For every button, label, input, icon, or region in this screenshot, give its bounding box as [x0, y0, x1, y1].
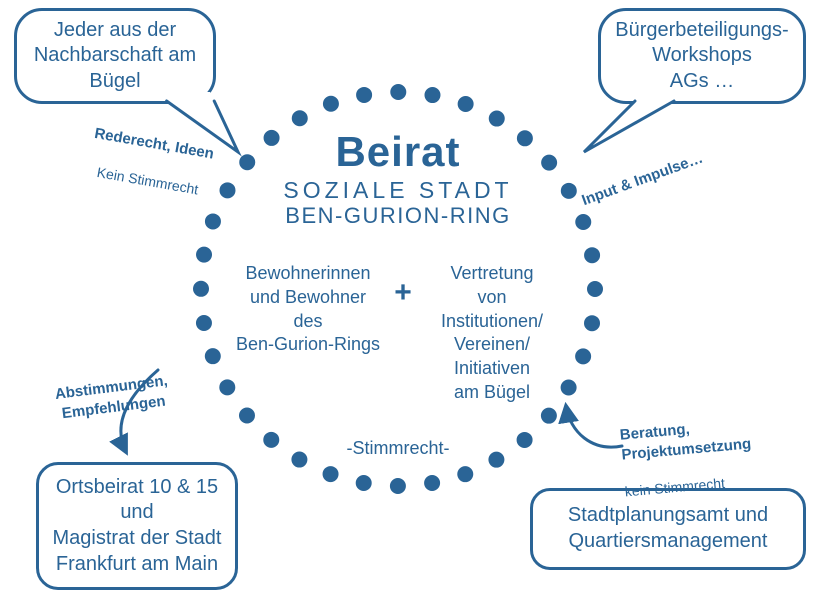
label-abstimmungen-bold: Abstimmungen, Empfehlungen	[53, 372, 169, 422]
group-residents: Bewohnerinnen und Bewohner des Ben-Gurio…	[235, 263, 381, 355]
stimmrecht-note: -Stimmrecht-	[346, 438, 450, 458]
bubble-neighborhood: Jeder aus der Nachbarschaft am Bügel	[14, 8, 216, 104]
plus-sign: +	[394, 276, 412, 309]
box-stadtplanungsamt: Stadtplanungsamt und Quartiersmanagement	[530, 488, 806, 570]
bubble-workshops: Bürgerbeteiligungs- Workshops AGs …	[598, 8, 806, 104]
label-beratung-normal: kein Stimmrecht	[624, 474, 726, 500]
label-rederecht-bold: Rederecht, Ideen	[93, 124, 216, 163]
group-institutions: Vertretung von Institutionen/ Vereinen/ …	[440, 263, 544, 402]
dotted-circle	[193, 84, 603, 494]
label-rederecht-normal: Kein Stimmrecht	[95, 163, 200, 198]
box-ortsbeirat-magistrat: Ortsbeirat 10 & 15 und Magistrat der Sta…	[36, 462, 238, 590]
label-beratung-bold: Beratung, Projektumsetzung	[619, 420, 752, 464]
curved-arrow-bottom-left	[109, 368, 160, 456]
label-beratung: Beratung, Projektumsetzung kein Stimmrec…	[617, 393, 801, 519]
curved-arrow-bottom-right	[558, 401, 624, 449]
subtitle-ben-gurion-ring: BEN-GURION-RING	[285, 203, 511, 228]
subtitle-soziale-stadt: SOZIALE STADT	[283, 177, 513, 203]
beirat-title: Beirat	[335, 128, 461, 175]
